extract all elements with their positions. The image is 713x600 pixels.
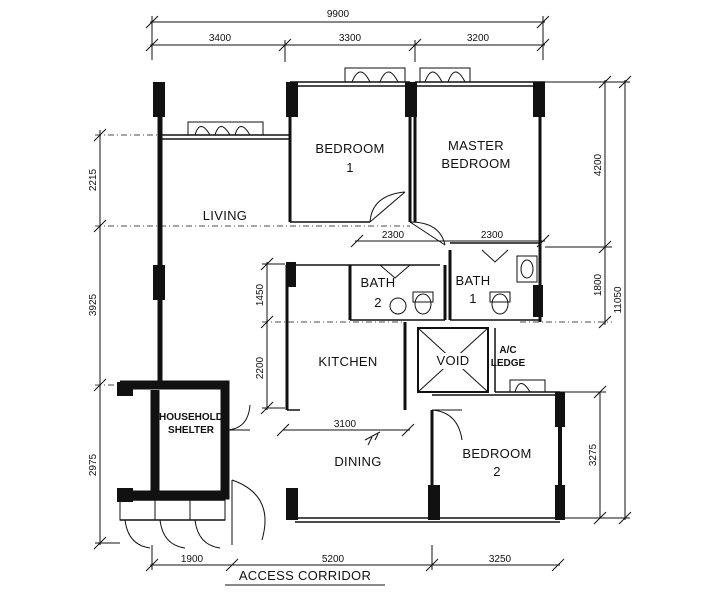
door-bedroom1 xyxy=(369,191,406,223)
fixtures xyxy=(364,255,538,446)
dim-top-right: 3200 xyxy=(467,33,490,44)
dim-right-total: 11050 xyxy=(613,286,624,314)
gas-marker-icon xyxy=(364,431,381,446)
toilet-bath2-icon xyxy=(412,291,434,315)
dim-left-top: 2215 xyxy=(88,168,99,191)
window-ac xyxy=(509,379,546,393)
label-master: MASTER xyxy=(448,138,504,153)
window-master xyxy=(419,67,471,83)
room-labels: BEDROOM 1 MASTER BEDROOM LIVING BATH 2 B… xyxy=(159,138,531,583)
doors xyxy=(224,191,509,545)
window-living xyxy=(187,121,264,136)
label-ac-ledge: LEDGE xyxy=(491,358,526,369)
dim-corridor-left: 2300 xyxy=(382,230,405,241)
window-bedroom1 xyxy=(344,67,406,83)
label-void: VOID xyxy=(437,353,470,368)
label-bedroom2: BEDROOM xyxy=(462,446,531,461)
dim-kitchen-h2: 2200 xyxy=(255,356,266,379)
dim-right-mid: 1800 xyxy=(593,273,604,296)
dim-right-top: 4200 xyxy=(593,153,604,176)
door-bath2 xyxy=(379,264,411,279)
door-master xyxy=(409,221,446,246)
dim-right-bottom: 3275 xyxy=(588,443,599,466)
label-bedroom1-num: 1 xyxy=(346,160,354,175)
label-dining: DINING xyxy=(334,454,381,469)
dim-top-total: 9900 xyxy=(327,9,350,20)
door-main xyxy=(231,479,266,545)
dimension-lines xyxy=(93,15,632,586)
toilet-bath1-icon xyxy=(489,291,511,315)
dim-kitchen-h1: 1450 xyxy=(255,283,266,306)
dimension-labels: 9900 3400 3300 3200 2215 3925 2975 4200 … xyxy=(88,9,624,565)
windows xyxy=(119,67,546,549)
label-living: LIVING xyxy=(203,208,247,223)
columns xyxy=(117,82,565,520)
label-master-bedroom: BEDROOM xyxy=(441,156,510,171)
label-shelter-2: SHELTER xyxy=(168,425,215,436)
dim-corridor-right: 2300 xyxy=(481,230,504,241)
label-bath2-num: 2 xyxy=(374,295,382,310)
dim-left-bottom: 2975 xyxy=(88,453,99,476)
label-bath1-num: 1 xyxy=(469,291,477,306)
label-bedroom1: BEDROOM xyxy=(315,141,384,156)
label-access-corridor: ACCESS CORRIDOR xyxy=(239,568,371,583)
basin-bath1-icon xyxy=(516,255,538,283)
dim-bottom-mid: 5200 xyxy=(322,554,345,565)
dim-top-left: 3400 xyxy=(209,33,232,44)
dim-kitchen-w: 3100 xyxy=(334,419,357,430)
dim-bottom-left: 1900 xyxy=(181,554,204,565)
dim-bottom-right: 3250 xyxy=(489,554,512,565)
dim-top-mid: 3300 xyxy=(339,33,362,44)
door-dining xyxy=(431,409,463,441)
door-bath1 xyxy=(481,249,509,263)
basin-bath2-icon xyxy=(389,297,407,315)
dim-left-mid: 3925 xyxy=(88,293,99,316)
label-bath1: BATH xyxy=(456,273,491,288)
label-bedroom2-num: 2 xyxy=(493,464,501,479)
window-bay-bottom xyxy=(119,499,226,549)
door-shelter xyxy=(224,404,251,431)
label-bath2: BATH xyxy=(361,275,396,290)
label-ac: A/C xyxy=(499,345,516,356)
label-kitchen: KITCHEN xyxy=(318,354,377,369)
label-shelter: HOUSEHOLD xyxy=(159,412,223,423)
